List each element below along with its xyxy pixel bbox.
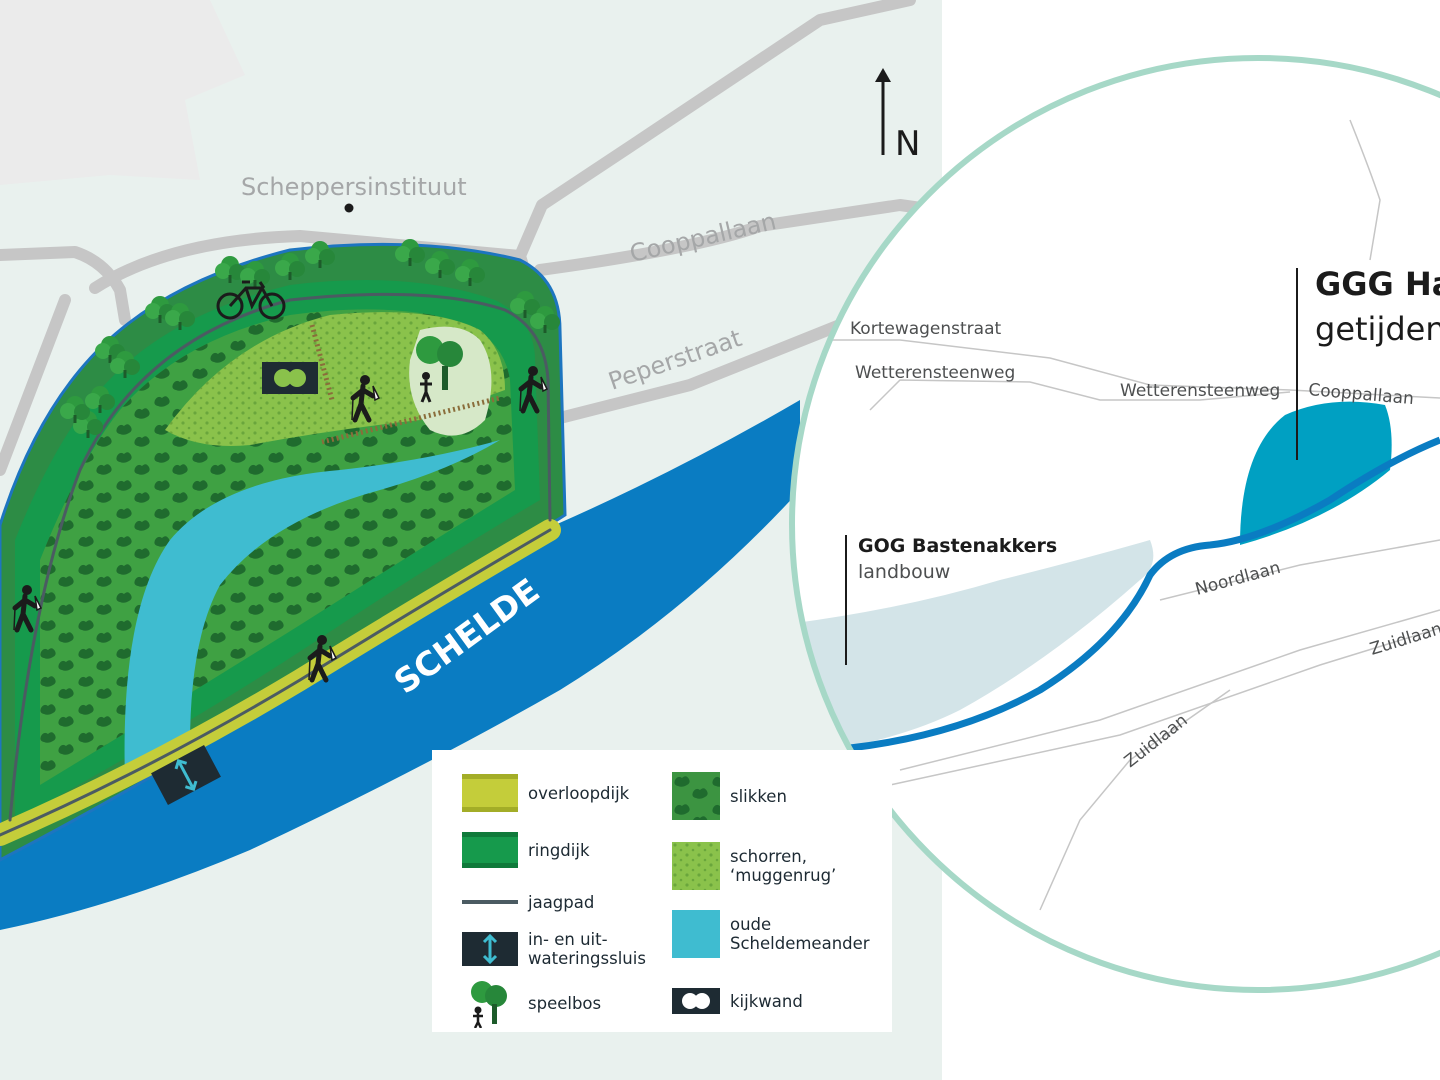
ringdijk-swatch	[462, 832, 518, 868]
gog-subtitle: landbouw	[858, 561, 950, 583]
ggg-title: GGG Ha	[1315, 265, 1440, 303]
legend-item-ringdijk: ringdijk	[462, 832, 590, 868]
legend-label: ringdijk	[528, 840, 590, 860]
legend-label: jaagpad	[528, 892, 595, 912]
legend-item-overloopdijk: overloopdijk	[462, 774, 629, 812]
meander-swatch	[672, 910, 720, 958]
label-scheppersinstituut: Scheppersinstituut	[241, 173, 467, 201]
kijkwand-icon	[262, 362, 318, 394]
legend-item-jaagpad: jaagpad	[462, 892, 594, 912]
legend-item-speelbos: speelbos	[462, 978, 601, 1028]
river-schelde	[0, 400, 800, 930]
legend-item-meander: oude Scheldemeander	[672, 910, 870, 958]
gog-title: GOG Bastenakkers	[858, 535, 1057, 557]
legend-item-kijkwand: kijkwand	[672, 988, 803, 1014]
road-network	[0, 0, 941, 476]
legend-label: kijkwand	[730, 991, 803, 1011]
speelbos-icon	[471, 981, 507, 1028]
north-label: N	[895, 124, 920, 164]
ggg-subtitle: getijden	[1315, 310, 1440, 348]
overloopdijk-swatch	[462, 774, 518, 812]
legend-item-sluis: in- en uit- wateringssluis	[462, 930, 646, 968]
sluis-icon	[151, 745, 221, 805]
kijkwand-icon	[672, 988, 720, 1014]
legend-item-schorren: schorren, ‘muggenrug’	[672, 842, 836, 890]
street-kortewagenstraat: Kortewagenstraat	[850, 319, 1002, 339]
schorren-swatch	[672, 842, 720, 890]
legend-label: oude Scheldemeander	[730, 915, 870, 953]
legend-label: speelbos	[528, 993, 602, 1013]
boardwalk	[321, 395, 501, 445]
legend-label: overloopdijk	[528, 783, 630, 803]
street-wetterensteenweg: Wetterensteenweg	[1120, 381, 1280, 401]
legend-label: schorren, ‘muggenrug’	[730, 847, 837, 885]
legend-label: slikken	[730, 786, 787, 806]
legend-item-slikken: slikken	[672, 772, 787, 820]
speelbos-icon	[416, 336, 463, 403]
street-wetterensteenweg: Wetterensteenweg	[855, 363, 1015, 383]
north-arrow-icon	[875, 68, 891, 155]
ringdijk-path	[8, 292, 552, 822]
sluis-icon	[462, 932, 518, 966]
scheppersinstituut-marker	[344, 203, 354, 213]
inset-river-line	[849, 436, 1440, 752]
legend-label: in- en uit- wateringssluis	[528, 930, 646, 968]
bicycle-icon	[216, 280, 286, 320]
built-area	[0, 0, 245, 185]
gog-area	[792, 540, 1154, 755]
map-legend: overloopdijk ringdijk jaagpad in- en uit…	[432, 750, 892, 1032]
oude-scheldemeander	[124, 440, 500, 780]
slikken-swatch	[672, 772, 720, 820]
ggg-area	[1240, 401, 1392, 545]
inset-ring	[789, 55, 1440, 993]
jaagpad-swatch	[462, 900, 518, 904]
